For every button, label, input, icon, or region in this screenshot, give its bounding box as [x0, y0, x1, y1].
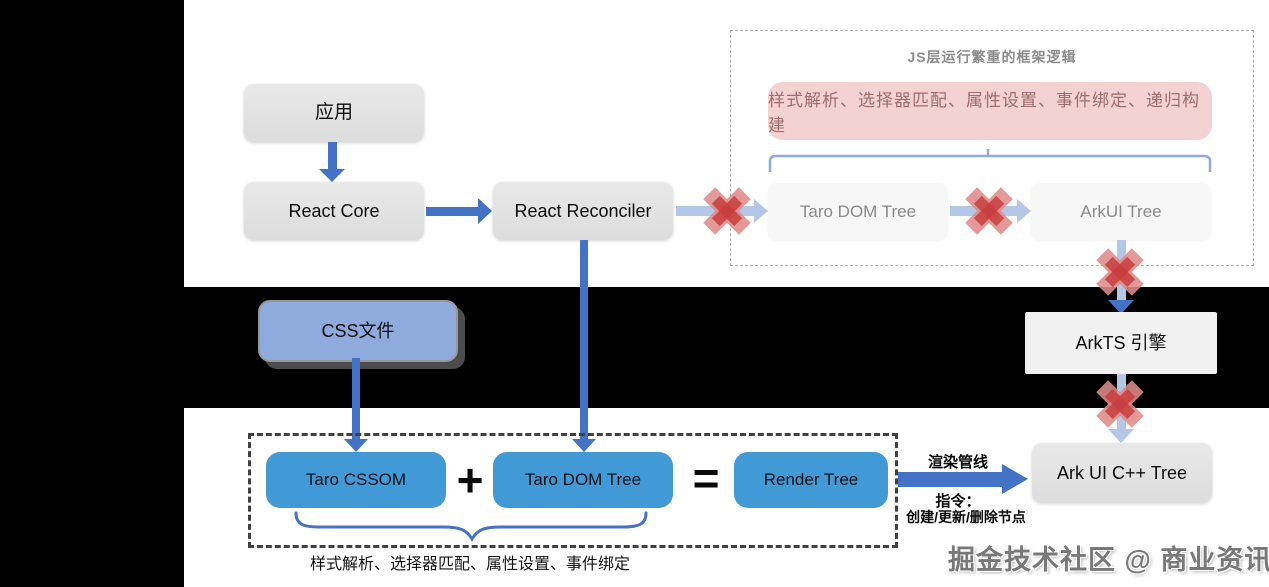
red-x-icon — [1096, 248, 1144, 296]
equals-operator-label: = — [692, 452, 720, 504]
node-css-file: CSS文件 — [258, 300, 458, 362]
node-taro-dom-tree-bottom: Taro DOM Tree — [493, 452, 673, 508]
pipeline-label: 渲染管线 — [927, 454, 988, 471]
node-render-tree: Render Tree — [734, 452, 888, 508]
plus-operator-label: + — [456, 454, 484, 506]
underbrace-icon — [294, 511, 648, 542]
arrow-reconciler-to-taro-dom — [676, 199, 768, 223]
node-react-reconciler: React Reconciler — [493, 182, 673, 240]
equals-operator: = — [684, 451, 728, 505]
arrow-app-to-react-core — [319, 142, 345, 182]
group-bracket-icon — [768, 149, 1212, 172]
arrow-css-to-cssom — [344, 358, 368, 452]
node-react-core-label: React Core — [288, 200, 380, 221]
pipeline-arrow — [898, 464, 1030, 494]
node-ark-ui-cpp-tree-label: Ark UI C++ Tree — [1056, 462, 1188, 483]
node-taro-dom-tree-bottom-label: Taro DOM Tree — [524, 470, 642, 490]
js-layer-dashed-group: JS层运行繁重的框架逻辑 — [730, 30, 1254, 266]
arrow-reconciler-to-taro-dom-bottom — [572, 240, 596, 452]
node-ark-ui-cpp-tree: Ark UI C++ Tree — [1032, 443, 1212, 503]
node-arkts-engine: ArkTS 引擎 — [1025, 312, 1217, 374]
node-taro-dom-tree-top: Taro DOM Tree — [768, 183, 948, 240]
node-react-core: React Core — [244, 182, 424, 240]
node-app-label: 应用 — [314, 102, 353, 124]
node-arkui-tree: ArkUI Tree — [1031, 183, 1211, 240]
pipeline-instruction-title: 指令： — [935, 493, 981, 510]
node-taro-cssom: Taro CSSOM — [266, 452, 446, 508]
node-render-tree-label: Render Tree — [763, 470, 859, 490]
node-app: 应用 — [244, 84, 424, 142]
render-tree-dashed-group — [248, 433, 898, 548]
js-layer-title: JS层运行繁重的框架逻辑 — [907, 49, 1077, 65]
red-x-icon — [703, 187, 751, 235]
red-x-icon — [1096, 380, 1144, 428]
node-react-reconciler-label: React Reconciler — [514, 200, 652, 221]
node-taro-cssom-label: Taro CSSOM — [305, 470, 407, 490]
heavy-ops-label: 样式解析、选择器匹配、属性设置、事件绑定、递归构建 — [768, 91, 1200, 135]
node-arkui-tree-label: ArkUI Tree — [1080, 201, 1162, 221]
node-taro-dom-tree-top-label: Taro DOM Tree — [799, 201, 917, 221]
heavy-ops-box: 样式解析、选择器匹配、属性设置、事件绑定、递归构建 — [768, 82, 1212, 140]
watermark: 掘金技术社区 @ 商业资讯 — [948, 545, 1269, 575]
node-arkts-engine-label: ArkTS 引擎 — [1075, 332, 1167, 353]
render-tree-ops-note: 样式解析、选择器匹配、属性设置、事件绑定 — [309, 556, 630, 573]
red-x-icon — [965, 187, 1013, 235]
node-css-file-label: CSS文件 — [321, 320, 395, 341]
arrow-react-core-to-reconciler — [426, 198, 492, 224]
pipeline-instruction-detail: 创建/更新/删除节点 — [906, 509, 1026, 525]
plus-operator: + — [448, 453, 492, 507]
